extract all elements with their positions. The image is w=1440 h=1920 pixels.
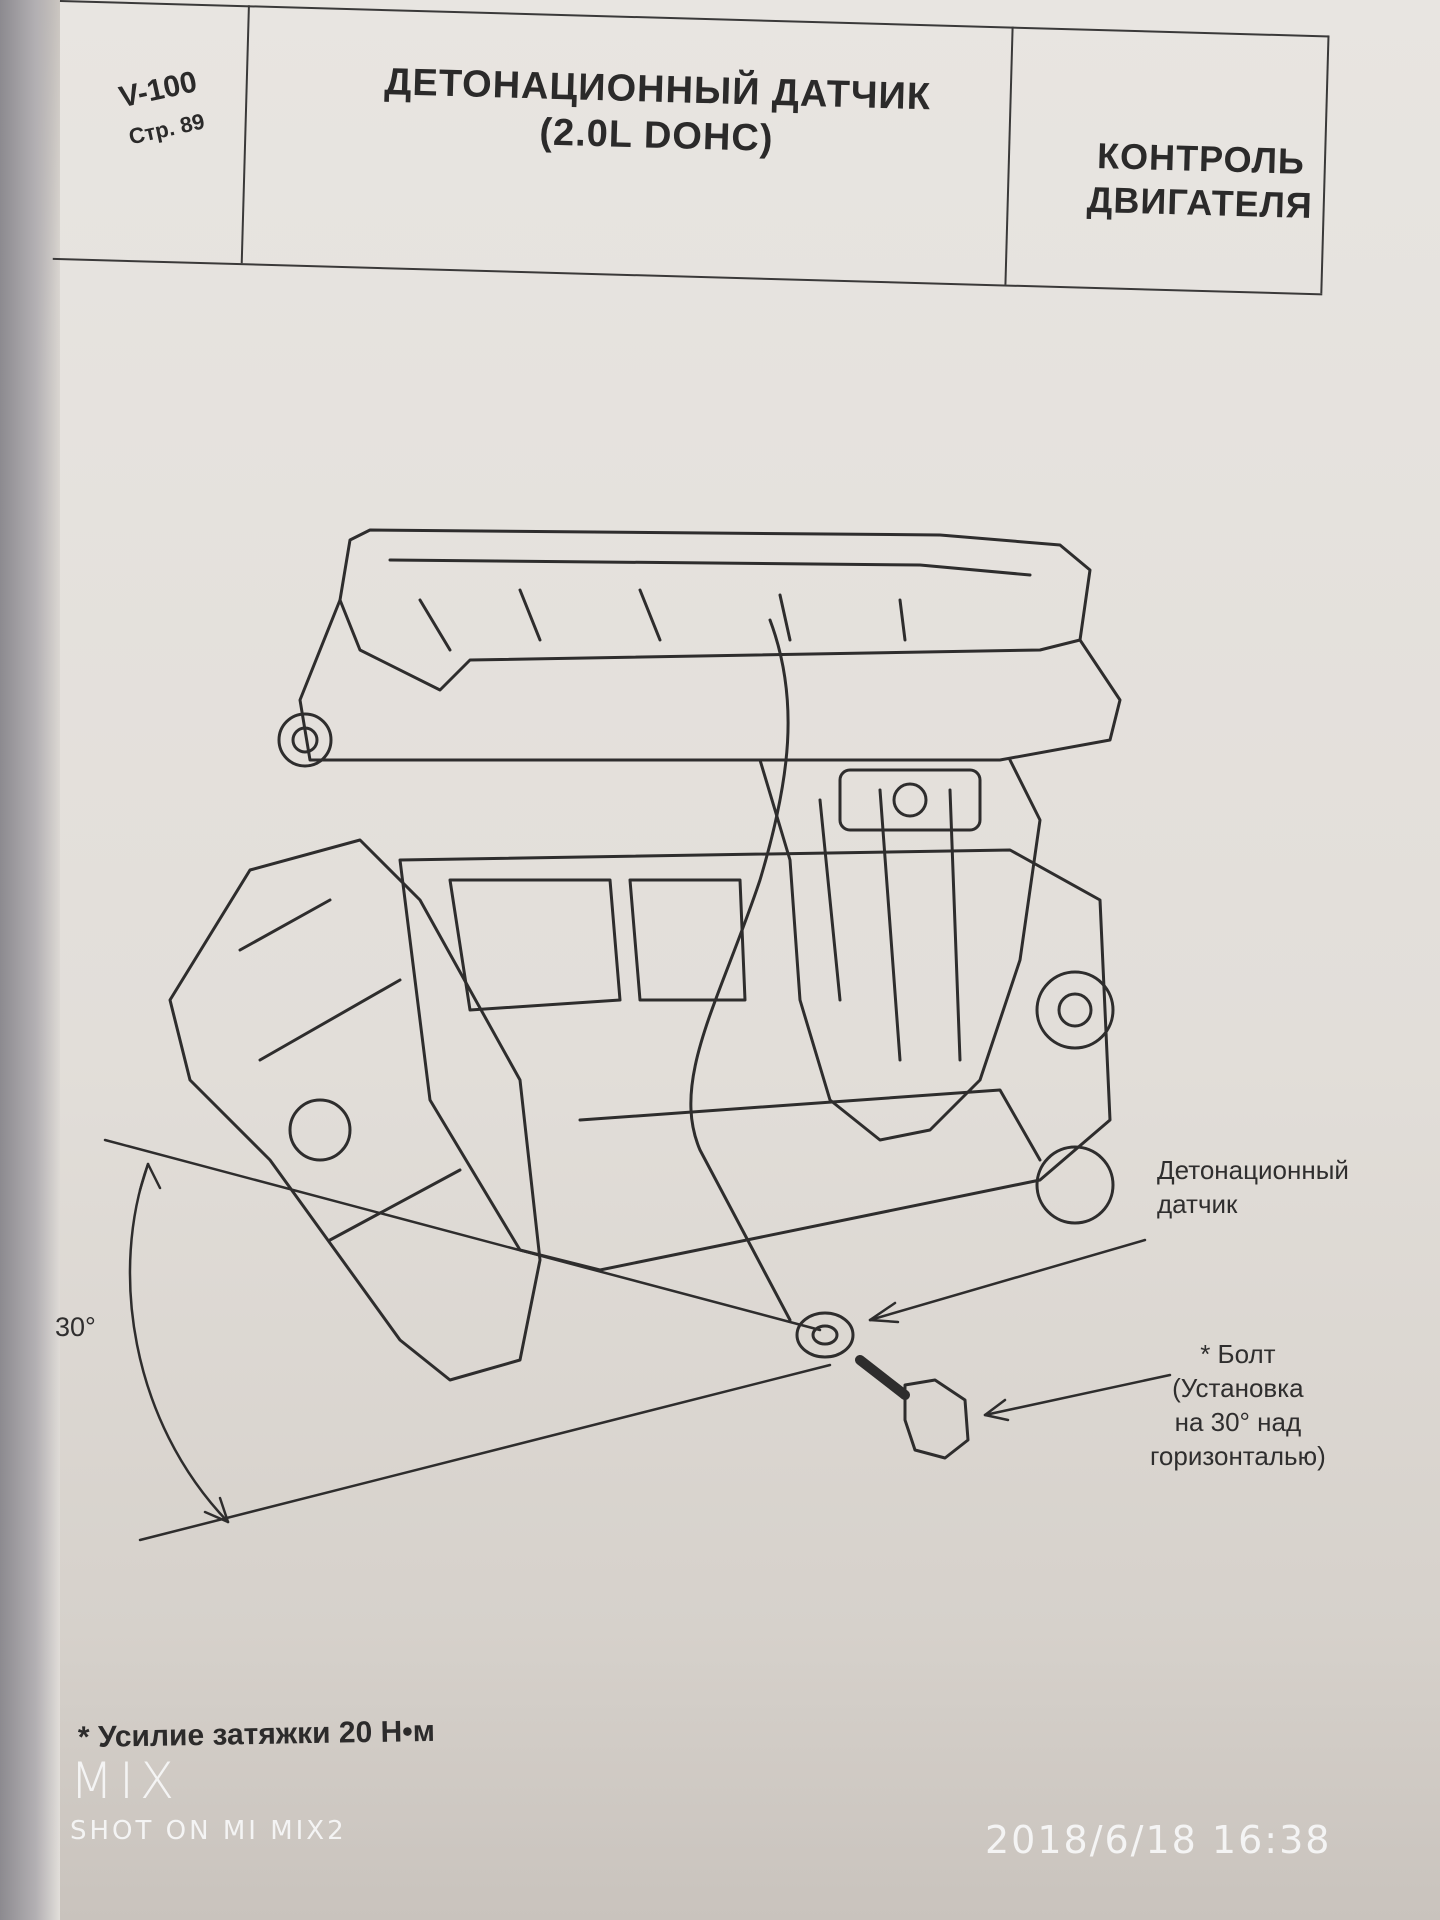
watermark-logo: MIX — [70, 1752, 181, 1810]
sensor-leader-arrow — [868, 1301, 900, 1324]
book-spine-shadow — [0, 0, 60, 1920]
sensor-leader-line — [868, 1238, 1147, 1322]
egr-valve — [277, 712, 333, 768]
manual-page — [60, 0, 1440, 1920]
throttle-bore — [892, 782, 928, 818]
knock-sensor-label-line2: датчик — [1157, 1189, 1238, 1219]
block-window-2 — [628, 878, 747, 1002]
knock-sensor-center — [811, 1324, 839, 1346]
egr-valve-center — [291, 726, 319, 754]
horizontal-reference-line — [138, 1363, 832, 1542]
bolt-label-line4: горизонталью) — [1150, 1441, 1326, 1471]
idler-pulley — [1035, 970, 1115, 1050]
valve-cover-ribs — [418, 588, 907, 652]
bolt-leader-arrow — [983, 1398, 1010, 1422]
bolt-label-line3: на 30° над — [1174, 1407, 1302, 1437]
knock-sensor-label-line1: Детонационный — [1157, 1155, 1349, 1185]
angle-label: 30° — [55, 1312, 96, 1342]
watermark-subtitle: SHOT ON MI MIX2 — [70, 1816, 347, 1846]
throttle-flange — [838, 768, 982, 832]
angle-arc — [128, 1162, 230, 1524]
bolt-leader-line — [983, 1373, 1172, 1417]
bolt-shank — [855, 1355, 910, 1400]
angle-arrow-top — [138, 1162, 162, 1192]
flywheel-hub — [288, 1098, 352, 1162]
torque-footnote: * Усилие затяжки 20 Н•м — [77, 1714, 436, 1755]
bolt-head — [903, 1378, 970, 1460]
bolt-label-line2: (Установка — [1172, 1373, 1304, 1403]
camera-watermark: MIX SHOT ON MI MIX2 — [70, 1752, 347, 1846]
block-window-1 — [448, 878, 622, 1012]
angle-arrow-bottom — [203, 1496, 230, 1524]
intake-runners — [818, 788, 962, 1062]
angle-reference-upper — [103, 1138, 822, 1332]
bell-housing-ribs — [238, 898, 462, 1242]
bell-housing — [168, 838, 542, 1382]
valve-cover-rib — [388, 558, 1032, 577]
crank-pulley — [1035, 1145, 1115, 1225]
knock-sensor-label: Детонационный датчик — [1157, 1153, 1349, 1221]
sensor-wire — [689, 618, 792, 1322]
engine-block — [398, 848, 1112, 1272]
oil-pan-flange — [578, 1088, 1042, 1162]
timestamp: 2018/6/18 16:38 — [985, 1818, 1332, 1862]
bolt-label: * Болт (Установка на 30° над горизонталь… — [1150, 1337, 1326, 1473]
bolt-label-line1: * Болт — [1200, 1339, 1276, 1369]
knock-sensor — [795, 1311, 855, 1359]
cylinder-head — [298, 598, 1122, 762]
valve-cover — [338, 528, 1092, 692]
idler-pulley-center — [1057, 992, 1093, 1028]
intake-manifold — [758, 758, 1042, 1142]
